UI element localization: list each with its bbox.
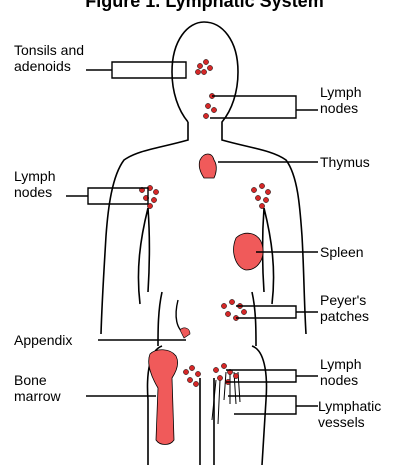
lymph-node-dot bbox=[203, 59, 208, 64]
right-arm-outline bbox=[263, 208, 274, 304]
thymus-shape bbox=[199, 154, 216, 178]
label-lymph-nodes-groin: Lymph nodes bbox=[320, 356, 362, 388]
label-peyers-patches: Peyer's patches bbox=[320, 292, 369, 324]
lymph-node-dot bbox=[207, 65, 212, 70]
lymph-node-dot bbox=[205, 103, 210, 108]
left-arm-outline bbox=[138, 208, 149, 304]
lymph-node-clusters bbox=[139, 59, 270, 386]
lymph-node-dot bbox=[221, 303, 226, 308]
appendix-shape bbox=[180, 328, 190, 338]
lymph-node-dot bbox=[201, 69, 206, 74]
lymph-node-dot bbox=[229, 299, 234, 304]
lymph-node-dot bbox=[217, 375, 222, 380]
lymph-node-dot bbox=[151, 197, 156, 202]
lymph-node-dot bbox=[255, 195, 260, 200]
lymph-node-dot bbox=[241, 309, 246, 314]
label-spleen: Spleen bbox=[320, 244, 364, 260]
lymph-node-dot bbox=[195, 371, 200, 376]
body-outline bbox=[101, 22, 306, 334]
leader-lines bbox=[66, 62, 318, 414]
label-tonsils: Tonsils and adenoids bbox=[14, 42, 84, 74]
lymph-node-dot bbox=[259, 203, 264, 208]
lymph-node-dot bbox=[233, 373, 238, 378]
bone-marrow-shape bbox=[149, 350, 178, 445]
lymph-node-dot bbox=[259, 183, 264, 188]
label-lymph-nodes-arm: Lymph nodes bbox=[14, 168, 56, 200]
lymph-node-dot bbox=[211, 107, 216, 112]
lymph-node-dot bbox=[189, 365, 194, 370]
lymph-node-dot bbox=[197, 63, 202, 68]
lymph-node-dot bbox=[195, 69, 200, 74]
lymph-node-dot bbox=[221, 363, 226, 368]
lymph-node-dot bbox=[265, 189, 270, 194]
lymph-node-dot bbox=[263, 197, 268, 202]
lymphatic-vessel-lines bbox=[212, 372, 240, 424]
lymph-node-dot bbox=[183, 369, 188, 374]
label-lymph-nodes-neck: Lymph nodes bbox=[320, 84, 362, 116]
lymph-node-dot bbox=[225, 311, 230, 316]
lymph-node-dot bbox=[251, 187, 256, 192]
label-appendix: Appendix bbox=[14, 332, 72, 348]
label-thymus: Thymus bbox=[320, 154, 370, 170]
label-lymphatic-vessels: Lymphatic vessels bbox=[318, 398, 381, 430]
lymph-node-dot bbox=[153, 189, 158, 194]
label-bone-marrow: Bone marrow bbox=[14, 372, 61, 404]
lymph-node-dot bbox=[193, 381, 198, 386]
lymph-node-dot bbox=[213, 367, 218, 372]
lymph-node-dot bbox=[203, 113, 208, 118]
lymph-node-dot bbox=[187, 377, 192, 382]
